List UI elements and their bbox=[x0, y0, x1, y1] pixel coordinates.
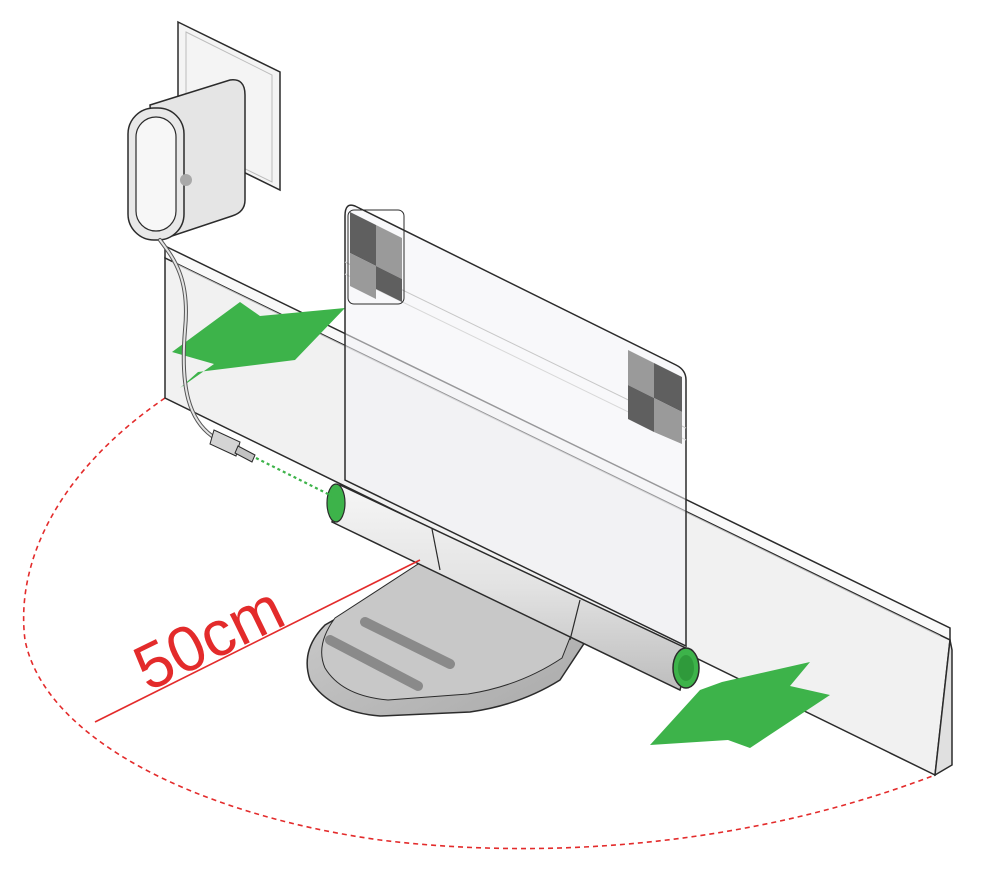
stand-tube bbox=[326, 483, 700, 692]
wall-plug-adapter-icon bbox=[127, 79, 246, 242]
direction-arrow-icon bbox=[650, 662, 830, 748]
dimension-label: 50cm bbox=[123, 571, 295, 704]
calibration-marker-icon bbox=[347, 209, 405, 305]
dimension-line bbox=[94, 559, 421, 723]
power-cable bbox=[158, 238, 333, 497]
direction-arrow-icon bbox=[172, 302, 345, 388]
calibration-marker-icon bbox=[628, 350, 682, 444]
placement-area-outline bbox=[22, 397, 936, 850]
stand-base bbox=[306, 554, 587, 717]
